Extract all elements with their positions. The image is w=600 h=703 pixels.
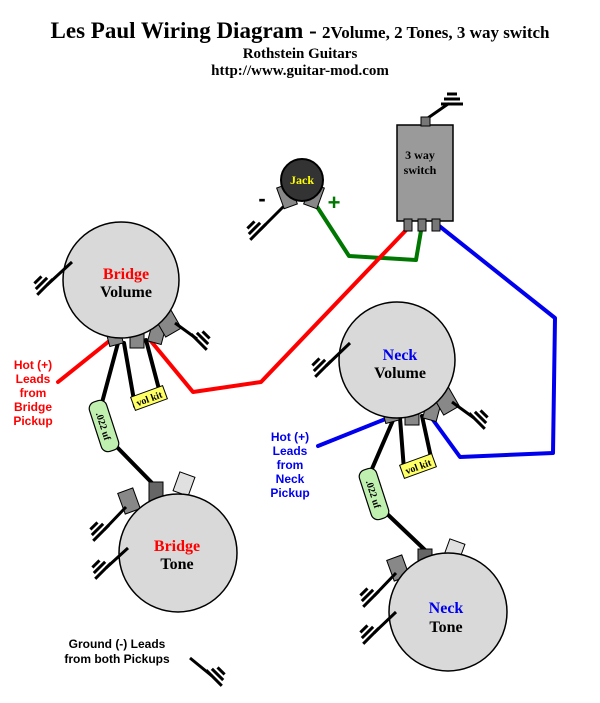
bridge-volume-to-switch-wire	[148, 224, 412, 394]
neck-tone-pot: Neck Tone	[386, 538, 508, 672]
diagram-title: Les Paul Wiring Diagram -	[50, 18, 317, 43]
neck-volume-lug-ground-icon	[467, 404, 494, 431]
ground-note-icon	[204, 661, 231, 688]
neck-tone-label-line1: Neck	[429, 600, 464, 617]
diagram-subtitle: 2Volume, 2 Tones, 3 way switch	[321, 23, 550, 42]
neck-tone-label-line2: Tone	[429, 619, 462, 636]
jack-minus-label: -	[258, 186, 265, 211]
bridge-tone-ground-icon-1	[84, 516, 111, 543]
neck-tone-capacitor: .022 uf	[358, 467, 390, 521]
neck-volume-label-line1: Neck	[383, 347, 418, 364]
neck-hot-leads-label: Hot (+) Leads from Neck Pickup	[270, 430, 309, 500]
neck-volume-ground-icon	[306, 352, 333, 379]
ground-note-line-1: Ground (-) Leads	[69, 637, 166, 651]
neck-volume-to-switch-wire	[426, 223, 557, 459]
jack-ground-icon	[241, 215, 268, 242]
bridge-tone-ground-icon-2	[86, 554, 113, 581]
bridge-vol-kit: vol kit	[129, 384, 169, 412]
switch-label-line1: 3 way	[405, 148, 435, 162]
title-row: Les Paul Wiring Diagram - 2Volume, 2 Ton…	[0, 18, 600, 46]
bridge-tone-label-line1: Bridge	[154, 538, 200, 555]
bridge-hot-line-3: from	[20, 386, 47, 400]
jack-label: Jack	[290, 173, 314, 187]
neck-tone-ground-icon-1	[354, 582, 381, 609]
output-jack: Jack	[276, 158, 325, 210]
ground-note-line-2: from both Pickups	[64, 652, 170, 666]
neck-hot-line-3: from	[277, 458, 304, 472]
bridge-volume-ground-icon	[28, 270, 55, 297]
jack-plus-label: +	[328, 190, 341, 215]
bridge-tone-capacitor: .022 uf	[88, 399, 120, 453]
neck-hot-lead	[316, 416, 390, 448]
bridge-volume-lug-ground-icon	[189, 325, 216, 352]
bridge-tone-label-line2: Tone	[160, 556, 193, 573]
ground-note: Ground (-) Leads from both Pickups	[64, 637, 170, 666]
bridge-volume-label-line2: Volume	[100, 284, 152, 301]
neck-vol-kit: vol kit	[398, 452, 438, 480]
neck-hot-line-1: Hot (+)	[271, 430, 309, 444]
neck-hot-line-5: Pickup	[270, 486, 309, 500]
bridge-hot-line-1: Hot (+)	[14, 358, 52, 372]
author-name: Rothstein Guitars	[242, 46, 358, 62]
neck-volume-pot: Neck Volume	[338, 301, 460, 426]
bridge-hot-line-2: Leads	[16, 372, 51, 386]
neck-tone-ground-icon-2	[354, 619, 381, 646]
bridge-tone-pot: Bridge Tone	[117, 471, 238, 613]
neck-hot-line-2: Leads	[273, 444, 308, 458]
switch-label-line2: switch	[404, 163, 437, 177]
neck-volume-label-line2: Volume	[374, 365, 426, 382]
three-way-switch: 3 way switch	[396, 116, 454, 232]
bridge-hot-line-4: Bridge	[14, 400, 52, 414]
website-url: http://www.guitar-mod.com	[211, 63, 389, 79]
switch-ground-icon	[439, 92, 465, 106]
bridge-hot-leads-label: Hot (+) Leads from Bridge Pickup	[13, 358, 52, 428]
bridge-hot-line-5: Pickup	[13, 414, 52, 428]
bridge-hot-lead	[56, 336, 115, 384]
jack-to-switch-wire	[312, 200, 424, 262]
bridge-volume-label-line1: Bridge	[103, 266, 149, 283]
neck-hot-line-4: Neck	[276, 472, 305, 486]
bridge-volume-pot: Bridge Volume	[62, 221, 182, 349]
diagram-header: Les Paul Wiring Diagram - 2Volume, 2 Ton…	[0, 18, 600, 80]
